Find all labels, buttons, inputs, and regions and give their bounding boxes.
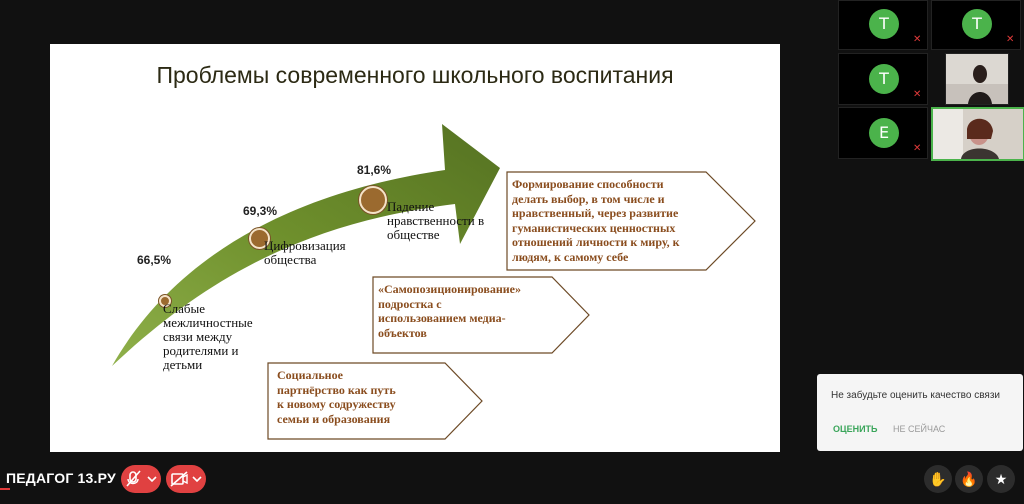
percent-label: 69,3%	[243, 204, 278, 218]
problem-label-2: Цифровизация общества	[264, 239, 346, 267]
label-line: родителями и	[163, 343, 239, 358]
box-line: Социальное	[277, 368, 343, 382]
participant-video-tile[interactable]	[945, 53, 1009, 105]
label-line: межличностные	[163, 315, 253, 330]
growth-arrow	[112, 124, 500, 366]
avatar: Т	[869, 9, 899, 39]
active-speaker-tile[interactable]	[931, 107, 1024, 161]
solution-box-3: Социальное партнёрство как путь к новому…	[267, 362, 483, 440]
solution-box-1: Формирование способности делать выбор, в…	[506, 171, 756, 271]
problem-label-1: Слабые межличностные связи между родител…	[163, 302, 253, 372]
box-line: нравственный, через развитие	[512, 206, 679, 220]
box-line: партнёрство как путь	[277, 382, 396, 397]
box-line: Формирование способности	[512, 177, 664, 191]
rate-connection-toast: Не забудьте оценить качество связи ОЦЕНИ…	[817, 374, 1023, 451]
avatar: Т	[869, 64, 899, 94]
box-line: гуманистических ценностных	[512, 220, 676, 235]
avatar: Е	[869, 118, 899, 148]
presentation-slide: Проблемы современного школьного воспитан…	[50, 44, 780, 452]
raise-hand-icon: ✋	[929, 471, 947, 487]
participant-tile[interactable]: Т ✕	[838, 53, 928, 105]
box-line: делать выбор, в том числе и	[512, 191, 665, 206]
problem-label-3: Падение нравственности в обществе	[387, 200, 484, 242]
mic-toggle-button[interactable]	[121, 465, 161, 493]
box-line: использованием медиа-	[378, 311, 506, 325]
point-marker-3	[359, 186, 387, 214]
camera-off-icon	[170, 471, 202, 487]
box-line: отношений личности к миру, к	[512, 235, 680, 249]
mic-off-icon: ✕	[1006, 34, 1015, 45]
bottom-toolbar: ПЕДАГОГ 13.РУ ✋ 🔥 ★	[0, 458, 1024, 504]
not-now-button[interactable]: НЕ СЕЙЧАС	[893, 424, 946, 434]
label-line: связи между	[163, 329, 233, 344]
toast-message: Не забудьте оценить качество связи	[831, 390, 1000, 401]
label-line: нравственности в	[387, 213, 485, 228]
brand-logo: ПЕДАГОГ 13.РУ	[6, 470, 116, 486]
video-feed-icon	[933, 109, 1023, 159]
box-line: подростка с	[378, 296, 442, 311]
rate-button[interactable]: ОЦЕНИТЬ	[833, 424, 878, 434]
label-line: обществе	[387, 227, 440, 242]
reactions-button[interactable]: 🔥	[955, 465, 983, 493]
mic-off-icon: ✕	[913, 34, 922, 45]
camera-toggle-button[interactable]	[166, 465, 206, 493]
mic-off-icon: ✕	[913, 89, 922, 100]
label-line: Слабые	[163, 301, 206, 316]
mic-off-icon	[126, 470, 157, 487]
raise-hand-button[interactable]: ✋	[924, 465, 952, 493]
mic-off-icon: ✕	[913, 143, 922, 154]
label-line: общества	[264, 252, 317, 267]
avatar: Т	[962, 9, 992, 39]
label-line: Падение	[387, 199, 435, 214]
label-line: детьми	[163, 357, 203, 372]
participant-tile[interactable]: Т ✕	[931, 0, 1021, 50]
favorite-button[interactable]: ★	[987, 465, 1015, 493]
box-line: к новому содружеству	[277, 397, 396, 411]
fire-icon: 🔥	[960, 471, 978, 487]
box-line: семьи и образования	[277, 411, 391, 426]
star-icon: ★	[994, 471, 1008, 487]
box-line: «Самопозиционирование»	[378, 282, 521, 296]
solution-box-2: «Самопозиционирование» подростка с испол…	[372, 276, 590, 354]
label-line: Цифровизация	[264, 238, 346, 253]
percent-label: 66,5%	[137, 253, 172, 267]
participant-tile[interactable]: Е ✕	[838, 107, 928, 159]
video-feed-icon	[946, 54, 1008, 104]
point-marker-2	[249, 228, 270, 249]
brand-accent	[0, 488, 10, 490]
box-line: объектов	[378, 325, 427, 340]
percent-label: 81,6%	[357, 163, 392, 177]
point-marker-1	[159, 295, 171, 307]
participant-tile[interactable]: Т ✕	[838, 0, 928, 50]
slide-title: Проблемы современного школьного воспитан…	[156, 62, 674, 88]
box-line: людям, к самому себе	[512, 249, 629, 264]
